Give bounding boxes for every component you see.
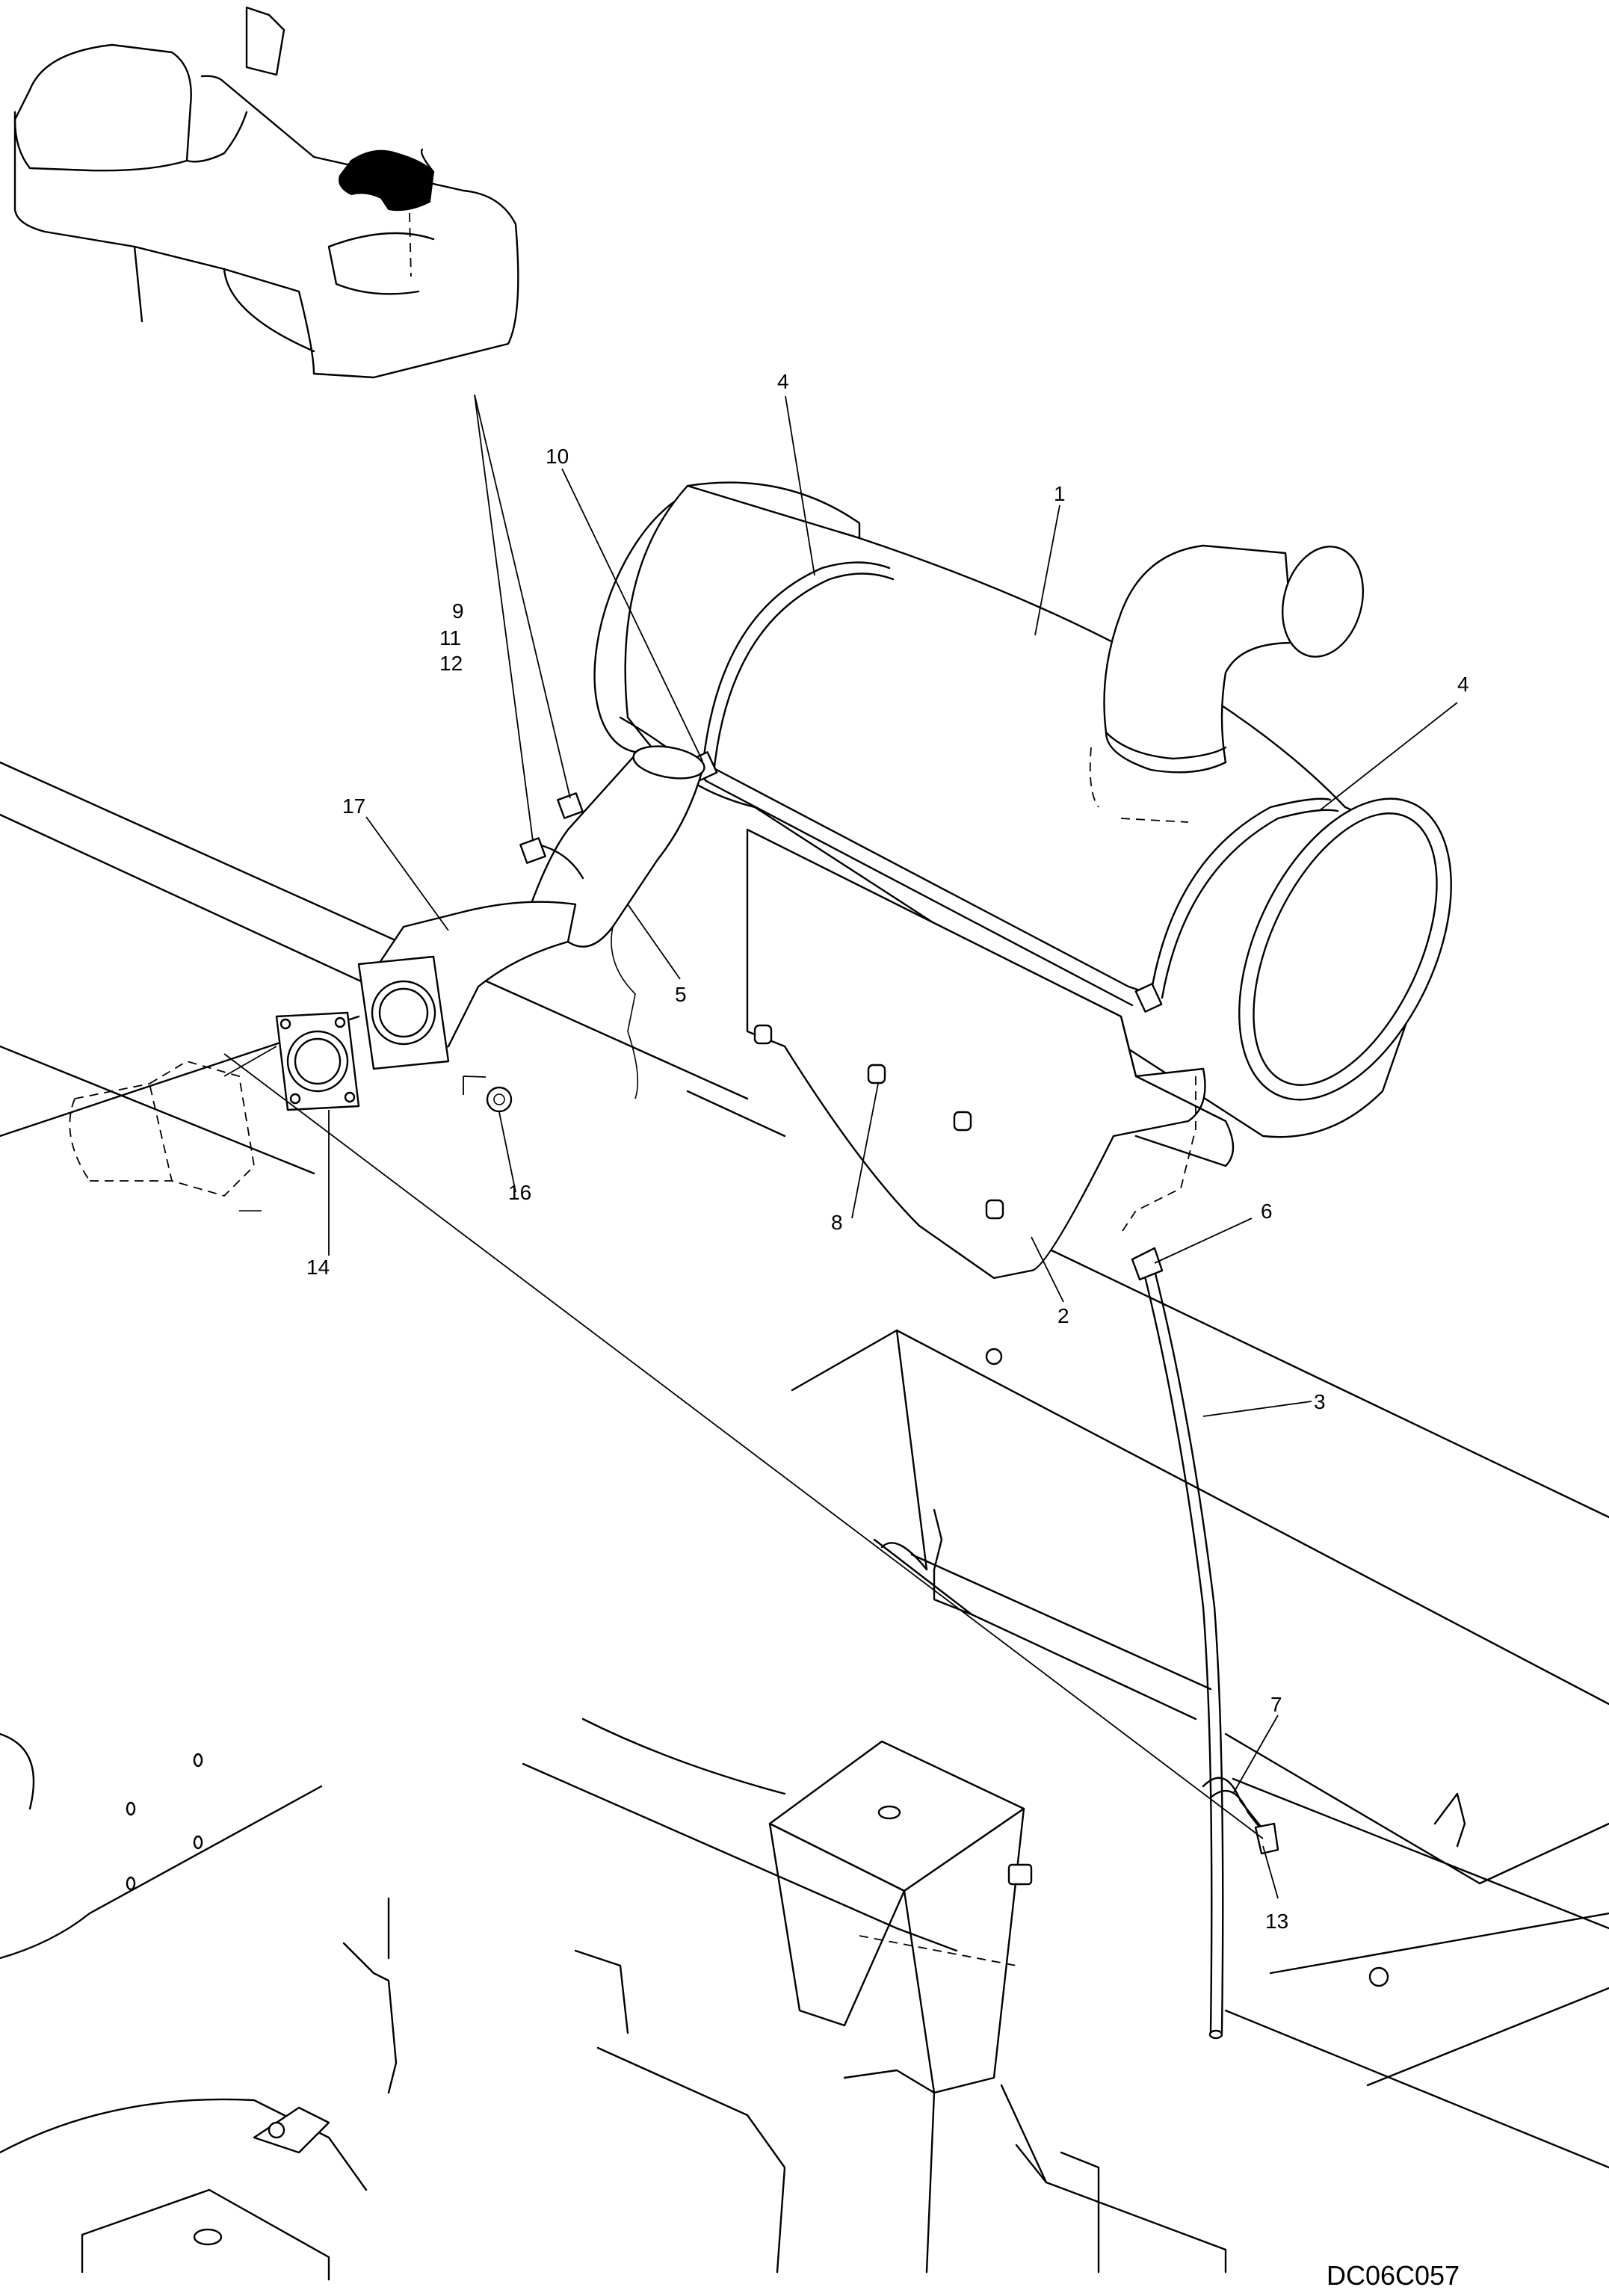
callout-1: 1	[1054, 482, 1066, 505]
callout-4-left: 4	[777, 370, 789, 393]
muffler-bracket	[746, 828, 1235, 1280]
callout-7: 7	[1270, 1693, 1282, 1716]
muffler-location-icon	[339, 149, 435, 212]
callout-16: 16	[508, 1181, 531, 1204]
callout-8: 8	[831, 1211, 843, 1234]
callout-2: 2	[1057, 1304, 1069, 1327]
callout-4-right: 4	[1457, 673, 1469, 696]
callout-11: 11	[439, 626, 461, 649]
callout-13: 13	[1265, 1910, 1288, 1933]
drawing-code: DC06C057	[1327, 2260, 1460, 2291]
turbo-outlet-phantom	[69, 1046, 277, 1212]
bracket-studs	[753, 1024, 1004, 1220]
callout-5: 5	[675, 983, 687, 1006]
callout-6: 6	[1261, 1200, 1273, 1223]
callout-12: 12	[439, 652, 463, 675]
callout-labels: 4 1 10 4 9 11 12 17 5 16 14 8 2 6 3 7 13…	[306, 370, 1469, 2291]
callout-17: 17	[342, 794, 365, 818]
callout-leaders	[223, 394, 1458, 1899]
exhaust-pipe	[357, 745, 705, 1099]
tube-clip	[1202, 1777, 1279, 1855]
callout-10: 10	[546, 445, 569, 468]
upper-frame-lines	[0, 761, 1609, 1519]
drain-tube	[1120, 1076, 1224, 2040]
muffler-body	[593, 481, 1452, 1138]
nut	[486, 1086, 513, 1113]
callout-3: 3	[1314, 1390, 1326, 1413]
callout-9: 9	[452, 599, 464, 623]
gasket	[275, 1011, 360, 1111]
lower-frame	[0, 1329, 1609, 2281]
callout-14: 14	[306, 1256, 330, 1279]
machine-locator-thumbnail	[13, 6, 519, 379]
